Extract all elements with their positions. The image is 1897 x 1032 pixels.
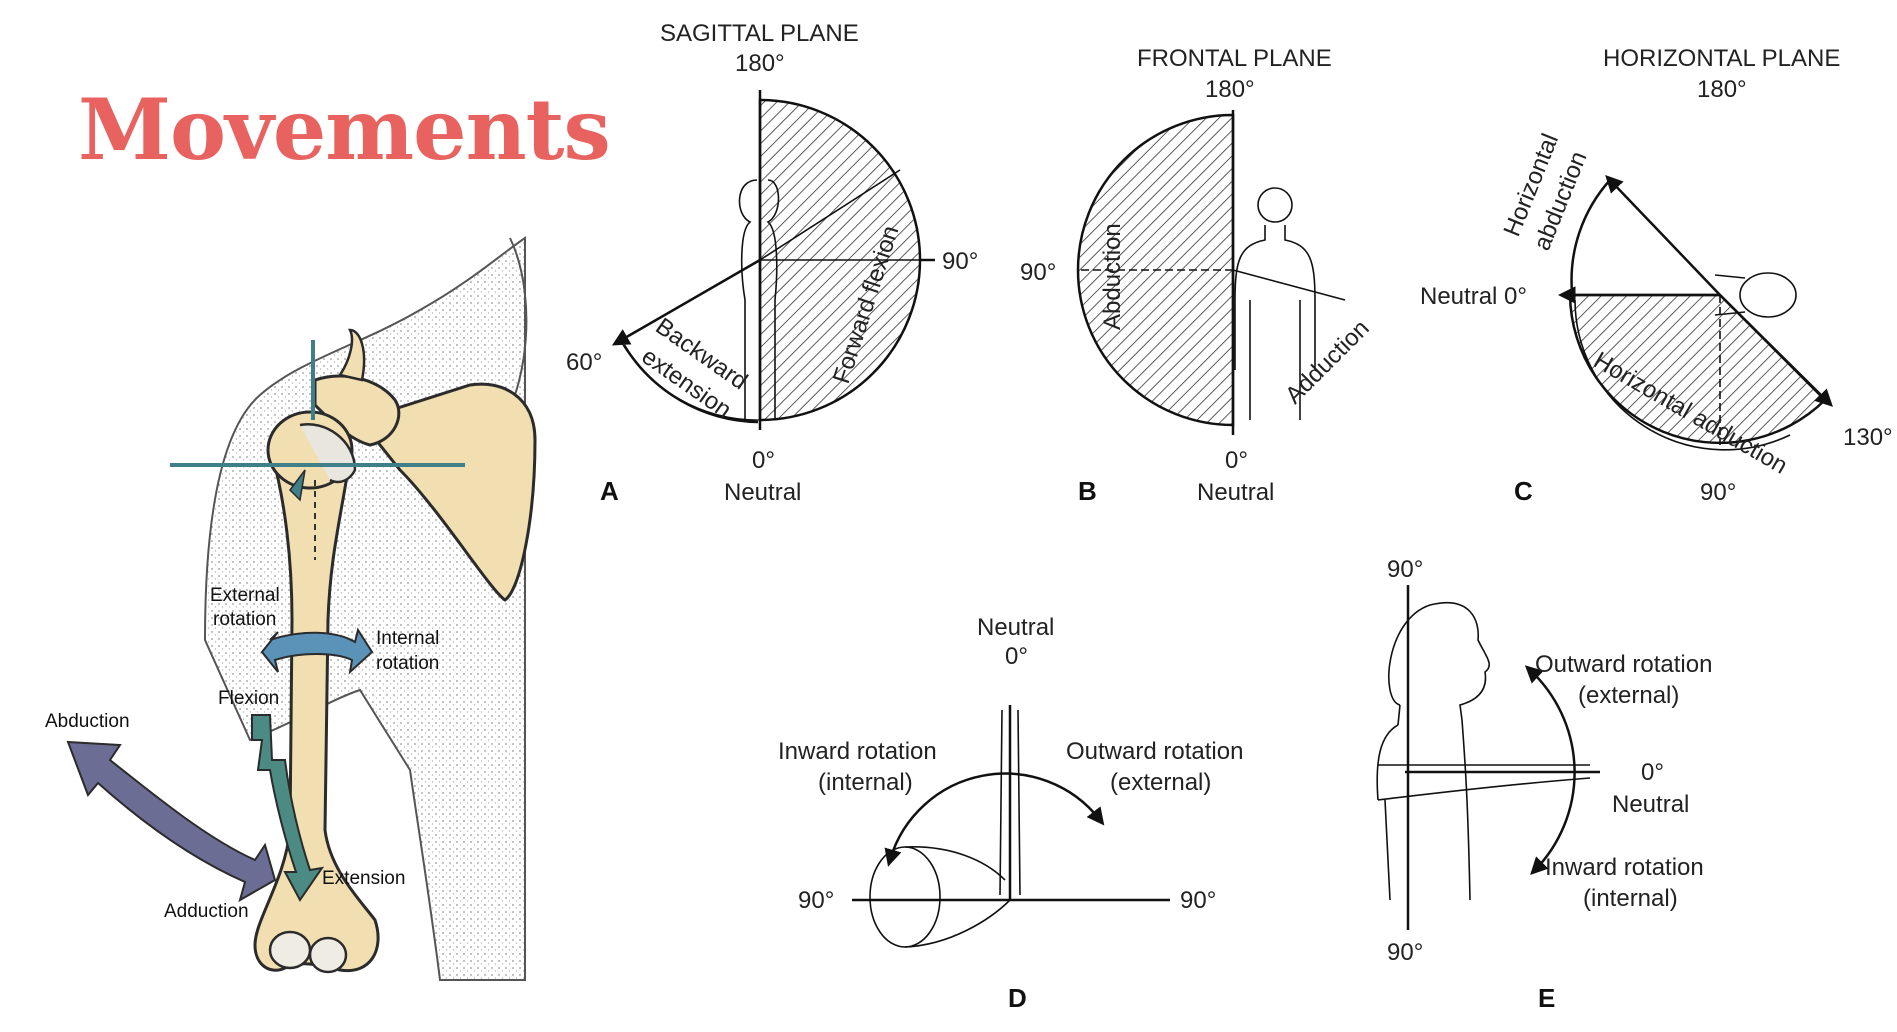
panel-d-left-deg: 90° (798, 887, 834, 914)
panel-e-down-2: (internal) (1583, 885, 1678, 912)
panel-a-sagittal: SAGITTAL PLANE 180° 90° 60° 0° Neutral F… (566, 20, 978, 506)
label-flexion: Flexion (218, 688, 279, 709)
panel-b-frontal: FRONTAL PLANE 180° 90° 0° Neutral Abduct… (1020, 45, 1375, 506)
panel-a-left: 60° (566, 349, 602, 376)
panel-e-right-label: Neutral (1612, 791, 1689, 818)
arm-illustration: External rotation Internal rotation Flex… (45, 236, 537, 981)
page-title: Movements (78, 80, 611, 179)
panel-e-letter: E (1538, 983, 1555, 1013)
rotation-arrow (260, 627, 374, 675)
panel-d-right-deg: 90° (1180, 887, 1216, 914)
panel-e-rotation: 90° 90° Outward rotation (external) 0° N… (1376, 556, 1712, 1013)
panel-c-horizontal: HORIZONTAL PLANE 180° Neutral 0° 130° 90… (1420, 45, 1893, 506)
panel-e-up-1: Outward rotation (1535, 651, 1712, 678)
panel-d-right-1: Outward rotation (1066, 738, 1243, 765)
panel-e-down-1: Inward rotation (1545, 854, 1704, 881)
panel-b-left: 90° (1020, 259, 1056, 286)
panel-c-top: 180° (1697, 76, 1747, 103)
label-adduction: Adduction (164, 901, 249, 922)
panel-e-bottom-deg: 90° (1387, 939, 1423, 966)
abduction-adduction-arrow (66, 740, 277, 903)
panel-b-arc-label-2: Adduction (1280, 315, 1375, 410)
panel-e-up-2: (external) (1578, 682, 1679, 709)
label-extension: Extension (322, 868, 405, 889)
panel-b-bottom-deg: 0° (1225, 447, 1248, 474)
panel-c-bottom: 90° (1700, 479, 1736, 506)
panel-a-top: 180° (735, 50, 785, 77)
scapula (357, 382, 537, 602)
panel-c-letter: C (1514, 476, 1533, 506)
panel-a-bottom-label: Neutral (724, 479, 801, 506)
panel-d-right-2: (external) (1110, 769, 1211, 796)
sagittal-axis-rod (289, 469, 306, 502)
panel-b-arc-label-1: Abduction (1099, 223, 1126, 330)
panel-c-left: Neutral 0° (1420, 283, 1527, 310)
panel-a-plane: SAGITTAL PLANE (660, 20, 859, 47)
panel-a-bottom-deg: 0° (752, 447, 775, 474)
panel-e-right-deg: 0° (1641, 759, 1664, 786)
panel-d-top-deg: 0° (1005, 643, 1028, 670)
panel-a-right: 90° (942, 248, 978, 275)
label-external-rotation-1: External (210, 585, 280, 606)
panel-c-plane: HORIZONTAL PLANE (1603, 45, 1840, 72)
panel-c-right: 130° (1843, 424, 1893, 451)
panel-d-letter: D (1008, 983, 1027, 1013)
panel-b-bottom-label: Neutral (1197, 479, 1274, 506)
label-abduction: Abduction (45, 711, 130, 732)
panel-d-left-2: (internal) (818, 769, 913, 796)
panel-b-letter: B (1078, 476, 1097, 506)
panel-b-plane: FRONTAL PLANE (1137, 45, 1332, 72)
panel-b-top: 180° (1205, 76, 1255, 103)
panel-e-top-deg: 90° (1387, 556, 1423, 583)
panel-a-letter: A (600, 476, 619, 506)
label-internal-rotation-1: Internal (376, 628, 439, 649)
panel-d-left-1: Inward rotation (778, 738, 937, 765)
panel-d-rotation: Neutral 0° Inward rotation (internal) Ou… (778, 614, 1243, 1013)
label-internal-rotation-2: rotation (376, 653, 439, 674)
panel-d-top-label: Neutral (977, 614, 1054, 641)
flexion-extension-arrow (251, 714, 325, 902)
label-external-rotation-2: rotation (213, 609, 276, 630)
